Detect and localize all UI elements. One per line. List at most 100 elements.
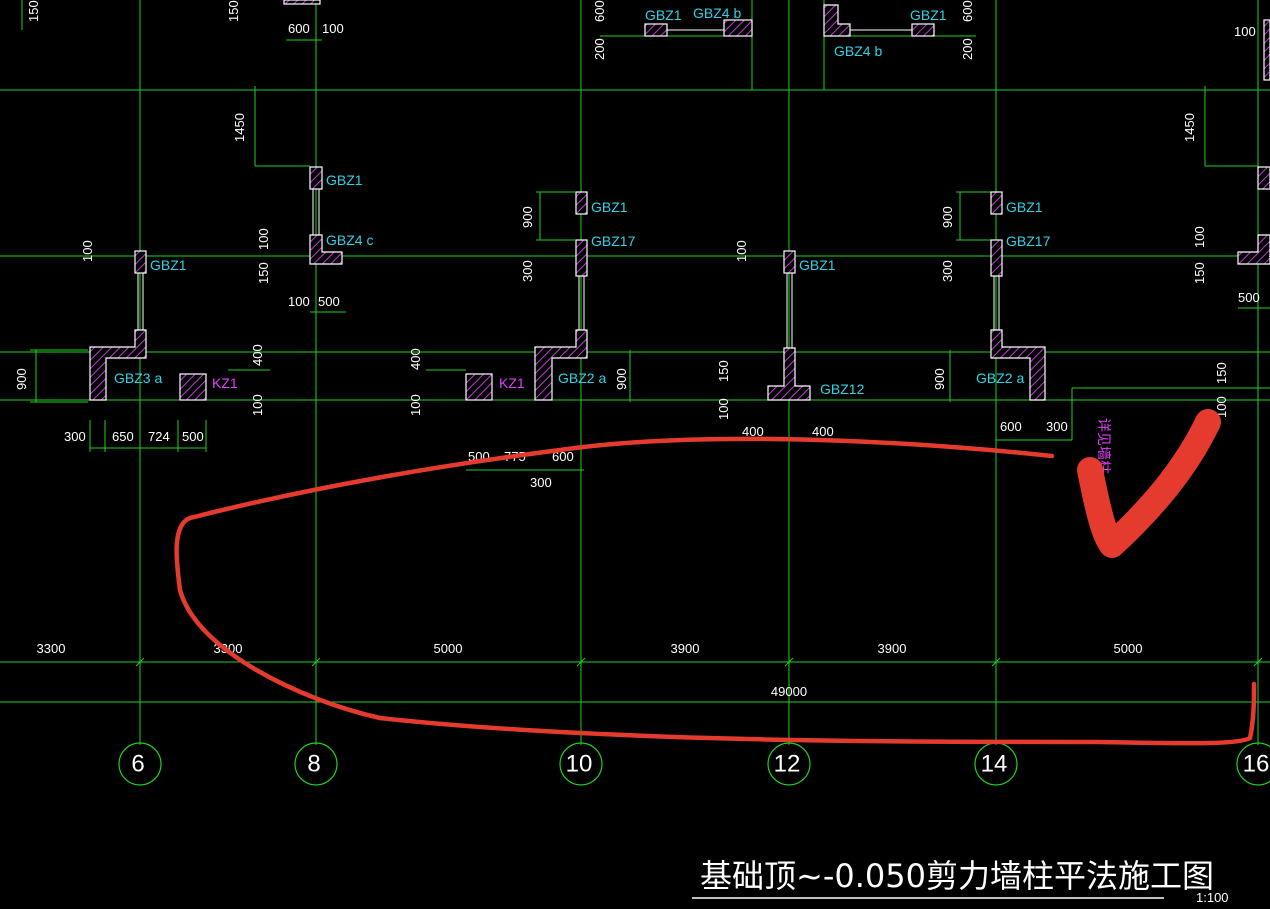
column-gbz2a-axis14 (990, 329, 1046, 401)
axis-circle (767, 742, 811, 786)
span-dimension: 5000 (1114, 641, 1143, 656)
dim-100: 100 (80, 240, 95, 262)
dim-100: 100 (256, 228, 271, 250)
column-gbz1-axis14 (990, 191, 1003, 215)
dim-600: 600 (592, 0, 607, 22)
column-gbz1-axis12 (783, 250, 796, 274)
axis-label: 16 (1243, 751, 1270, 778)
axis-circle (559, 742, 603, 786)
dim-100: 100 (408, 394, 423, 416)
axis-bubble-6: 6 (118, 742, 162, 786)
column-gbz4c-axis8 (309, 234, 343, 265)
label-gbz12: GBZ12 (820, 381, 865, 397)
dim-300: 300 (520, 260, 535, 282)
span-dimension: 3900 (671, 641, 700, 656)
title-block: 基础顶~-0.050剪力墙柱平法施工图 1:100 (692, 857, 1229, 905)
label-kz1: KZ1 (212, 375, 238, 391)
dim-900: 900 (940, 206, 955, 228)
column-gbz4b-top (723, 19, 753, 37)
vertical-dimension-texts: 150 150 600 200 600 200 1450 1450 100 15… (14, 0, 1229, 420)
dim-150: 150 (26, 0, 41, 22)
red-loop-stroke (174, 436, 1257, 746)
dim-100: 100 (250, 394, 265, 416)
wall-columns (89, 0, 1270, 401)
dim-1450: 1450 (1182, 113, 1197, 142)
column-gbz1-top (644, 23, 668, 37)
column-gbz1-axis6 (134, 250, 147, 274)
dim-600: 600 (1000, 419, 1022, 434)
column-gbz1-axis10 (575, 191, 588, 215)
dimension-lines (30, 39, 1270, 471)
span-dimension: 5000 (434, 641, 463, 656)
dim-200: 200 (592, 38, 607, 60)
label-kz1: KZ1 (499, 375, 525, 391)
column-kz1-axis10 (465, 373, 493, 401)
drawing-title: 基础顶~-0.050剪力墙柱平法施工图 (700, 857, 1214, 895)
column-gbz4b-top-right (823, 4, 851, 37)
dim-724: 724 (148, 429, 170, 444)
axis-bubble-12: 12 (767, 742, 811, 786)
column-gbz1-axis8 (309, 166, 323, 190)
dim-400: 400 (408, 348, 423, 370)
dim-500: 500 (318, 294, 340, 309)
column-gbz1-top-right (911, 23, 935, 37)
span-ticks (135, 657, 1263, 667)
dim-300: 300 (530, 475, 552, 490)
dim-300: 300 (1046, 419, 1068, 434)
dim-200: 200 (960, 38, 975, 60)
column-gbz1-axis16 (1257, 166, 1270, 190)
dim-300: 300 (940, 260, 955, 282)
dim-900: 900 (14, 368, 29, 390)
label-gbz1: GBZ1 (150, 257, 187, 273)
dim-150: 150 (1214, 362, 1229, 384)
dim-600: 600 (288, 21, 310, 36)
label-gbz1: GBZ1 (910, 7, 947, 23)
column-kz1-axis6 (179, 373, 207, 401)
dim-300: 300 (64, 429, 86, 444)
column-gbz2a-axis10 (534, 329, 588, 401)
dim-150: 150 (1192, 262, 1207, 284)
axis-circle (294, 742, 338, 786)
label-gbz17: GBZ17 (1006, 233, 1051, 249)
label-gbz1: GBZ1 (645, 7, 682, 23)
label-gbz4b: GBZ4 b (834, 43, 882, 59)
label-gbz1: GBZ1 (591, 199, 628, 215)
column-gbz12-axis12 (767, 347, 811, 401)
red-checkmark (1077, 409, 1221, 558)
label-note-vertical: 详见墙柱 (1096, 418, 1112, 474)
dim-100: 100 (1192, 226, 1207, 248)
dim-100: 100 (1234, 24, 1256, 39)
dim-100: 100 (322, 21, 344, 36)
dim-600: 600 (552, 449, 574, 464)
dim-400: 400 (742, 424, 764, 439)
label-gbz4c: GBZ4 c (326, 232, 373, 248)
axis-bubble-10: 10 (559, 742, 603, 786)
dim-150: 150 (226, 0, 241, 22)
dim-900: 900 (520, 206, 535, 228)
column-gbz4c-axis16 (1237, 234, 1270, 265)
axis-bubble-16: 16 (1236, 742, 1270, 786)
axis-circle (118, 742, 162, 786)
drawing-scale: 1:100 (1196, 890, 1229, 904)
horizontal-grid-lines (0, 35, 1270, 703)
label-gbz17: GBZ17 (591, 233, 636, 249)
column-top-left-stub (283, 0, 321, 5)
dim-500: 500 (182, 429, 204, 444)
column-gbz17-axis10 (575, 239, 588, 277)
dim-900: 900 (932, 368, 947, 390)
axis-label: 14 (981, 751, 1008, 778)
dim-600: 600 (960, 0, 975, 22)
label-gbz1: GBZ1 (1006, 199, 1043, 215)
axis-circle (1236, 742, 1270, 786)
dim-100: 100 (1214, 396, 1229, 418)
axis-label: 10 (566, 751, 593, 778)
dim-100: 100 (716, 398, 731, 420)
dim-900: 900 (614, 368, 629, 390)
label-gbz1: GBZ1 (799, 257, 836, 273)
dim-500: 500 (1238, 290, 1260, 305)
column-gbz3a-axis6 (89, 329, 147, 401)
dim-400: 400 (812, 424, 834, 439)
